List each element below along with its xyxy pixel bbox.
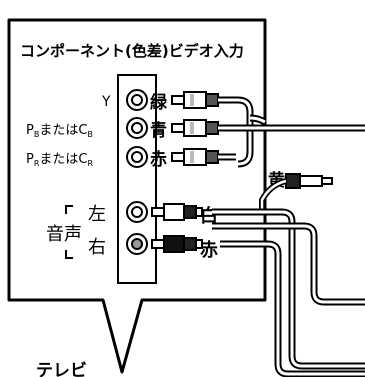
device-label: テレビ [36, 361, 87, 377]
plug-yellow [285, 173, 333, 189]
jack-audio-left [126, 201, 148, 223]
cable-label-red-audio: 赤 [200, 240, 218, 261]
plug-audio-white [151, 203, 203, 221]
label-y: Y [101, 94, 111, 110]
jack-pr [126, 146, 148, 168]
plug-blue [171, 119, 219, 137]
audio-cable-bundle [212, 178, 365, 377]
plug-red-video [171, 148, 219, 166]
cable-label-green: 緑 [150, 92, 168, 113]
jack-y [126, 89, 148, 111]
label-audio-group: 音声 [46, 224, 82, 245]
jack-audio-right [126, 233, 148, 255]
cable-label-red-video: 赤 [150, 149, 167, 170]
plug-audio-red [151, 235, 203, 253]
audio-bracket-bottom [65, 250, 73, 259]
label-pb: PBまたはCB [26, 123, 93, 139]
component-cable-bundle [218, 96, 365, 168]
plug-green [171, 91, 219, 109]
label-pr: PRまたはCR [26, 152, 93, 168]
label-audio-right: 右 [88, 237, 106, 258]
jack-pb [126, 117, 148, 139]
label-audio-left: 左 [88, 204, 106, 225]
cable-label-blue: 青 [150, 120, 167, 141]
audio-bracket-top [65, 205, 73, 214]
panel-title: コンポーネント(色差)ビデオ入力 [20, 42, 244, 60]
